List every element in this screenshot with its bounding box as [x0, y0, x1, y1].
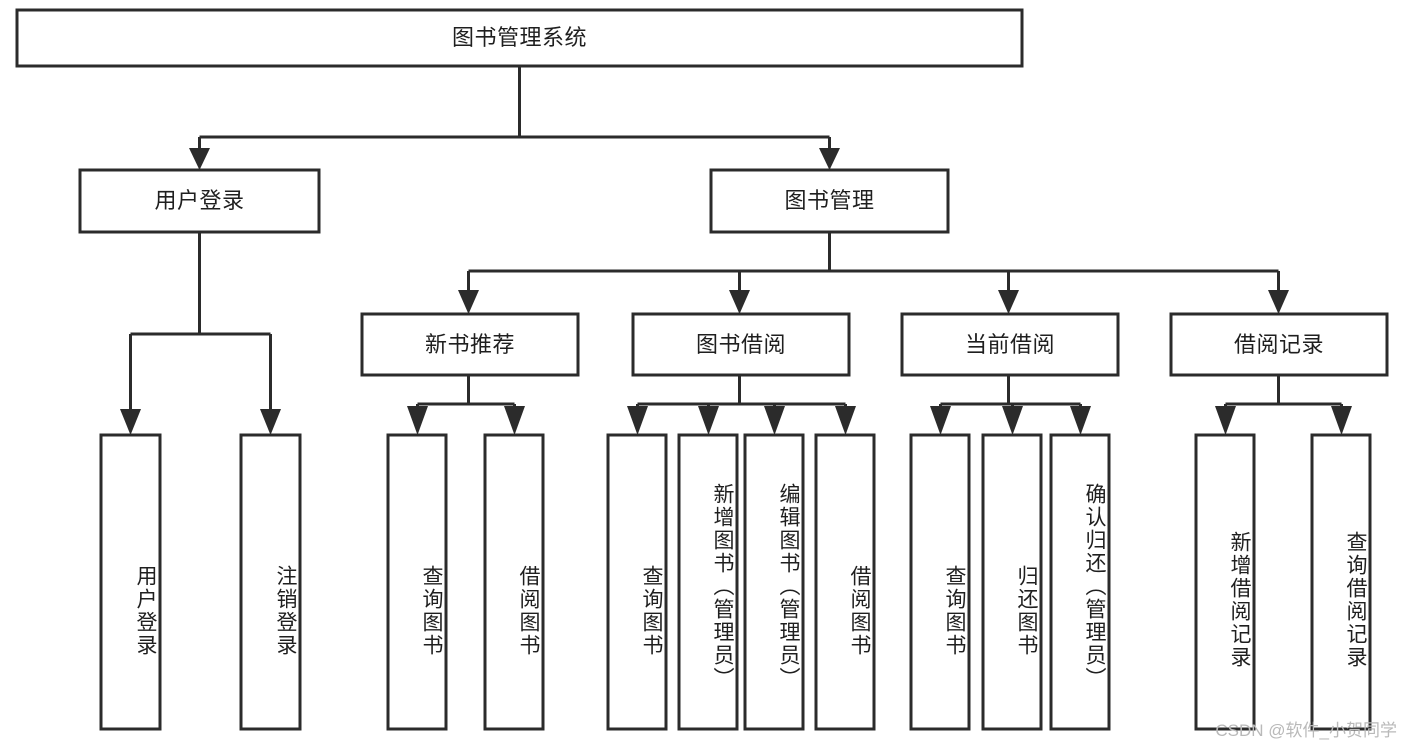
node-box-root[interactable]: [15, 8, 1024, 68]
connector-group-current-borrow: [930, 375, 1091, 435]
connector-group-book-borrow: [627, 375, 856, 435]
connector-group-borrow-record: [1215, 375, 1352, 435]
connector-group-user-login: [120, 232, 281, 435]
connector-group-book-manage: [458, 232, 1289, 314]
arrowhead-icon: [189, 148, 210, 170]
node-box-leaf-user-logout[interactable]: [239, 433, 302, 731]
node-box-new-book-recommend[interactable]: [360, 312, 580, 377]
node-box-leaf-borrow-book-2[interactable]: [814, 433, 876, 731]
connector-group-new-book-recommend: [407, 375, 525, 435]
node-box-book-borrow[interactable]: [631, 312, 851, 377]
node-box-leaf-add-book-admin[interactable]: [677, 433, 739, 731]
arrowhead-icon: [1331, 406, 1352, 435]
node-box-leaf-query-book-3[interactable]: [909, 433, 971, 731]
node-box-leaf-edit-book-admin[interactable]: [743, 433, 805, 731]
arrowhead-icon: [1070, 406, 1091, 435]
arrowhead-icon: [627, 406, 648, 435]
arrowhead-icon: [930, 406, 951, 435]
arrowhead-icon: [729, 290, 750, 314]
arrowhead-icon: [1002, 406, 1023, 435]
node-box-leaf-borrow-book-1[interactable]: [483, 433, 545, 731]
arrowhead-icon: [764, 406, 785, 435]
connector-group-root: [189, 66, 840, 170]
node-box-leaf-return-book[interactable]: [981, 433, 1043, 731]
arrowhead-icon: [698, 406, 719, 435]
node-box-leaf-confirm-return[interactable]: [1049, 433, 1111, 731]
node-box-leaf-query-book-2[interactable]: [606, 433, 668, 731]
arrowhead-icon: [260, 409, 281, 435]
arrowhead-icon: [1268, 290, 1289, 314]
arrowhead-icon: [458, 290, 479, 314]
watermark-text: CSDN @软件_小贺同学: [1215, 721, 1397, 740]
node-box-borrow-record[interactable]: [1169, 312, 1389, 377]
arrowhead-icon: [504, 406, 525, 435]
arrowhead-icon: [1215, 406, 1236, 435]
node-box-book-manage[interactable]: [709, 168, 950, 234]
arrowhead-icon: [819, 148, 840, 170]
node-box-leaf-query-record[interactable]: [1310, 433, 1372, 731]
arrowhead-icon: [998, 290, 1019, 314]
arrowhead-icon: [120, 409, 141, 435]
node-box-leaf-add-record[interactable]: [1194, 433, 1256, 731]
node-box-current-borrow[interactable]: [900, 312, 1120, 377]
node-box-leaf-user-login[interactable]: [99, 433, 162, 731]
arrowhead-icon: [407, 406, 428, 435]
node-box-leaf-query-book-1[interactable]: [386, 433, 448, 731]
arrowhead-icon: [835, 406, 856, 435]
node-box-user-login[interactable]: [78, 168, 321, 234]
